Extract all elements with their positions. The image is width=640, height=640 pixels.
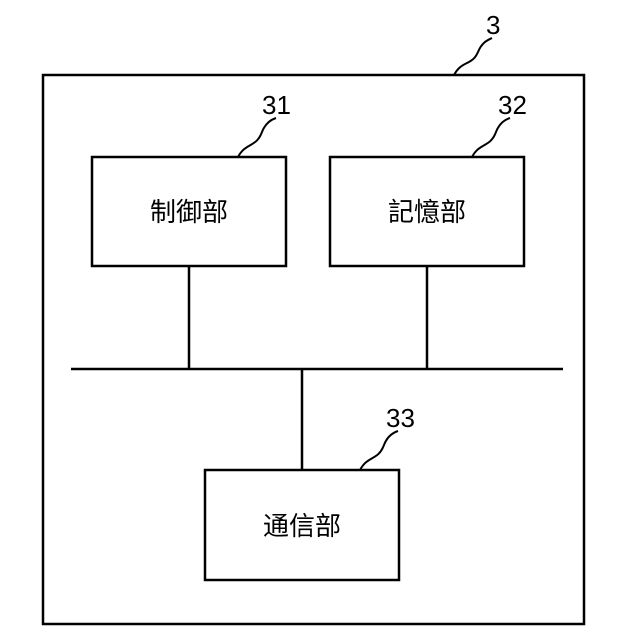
control-unit-ref-number: 31 bbox=[262, 90, 291, 120]
control-unit-label: 制御部 bbox=[150, 198, 228, 228]
control-unit-ref-leader bbox=[238, 118, 276, 157]
storage-unit-ref-leader bbox=[472, 118, 510, 157]
communication-unit-ref-number: 33 bbox=[386, 403, 415, 433]
storage-unit-ref-number: 32 bbox=[498, 90, 527, 120]
communication-unit-ref-leader bbox=[360, 431, 398, 470]
communication-unit-label: 通信部 bbox=[263, 512, 341, 542]
device-ref-number: 3 bbox=[486, 10, 500, 40]
device-ref-leader bbox=[454, 38, 492, 75]
storage-unit-label: 記憶部 bbox=[388, 198, 466, 228]
